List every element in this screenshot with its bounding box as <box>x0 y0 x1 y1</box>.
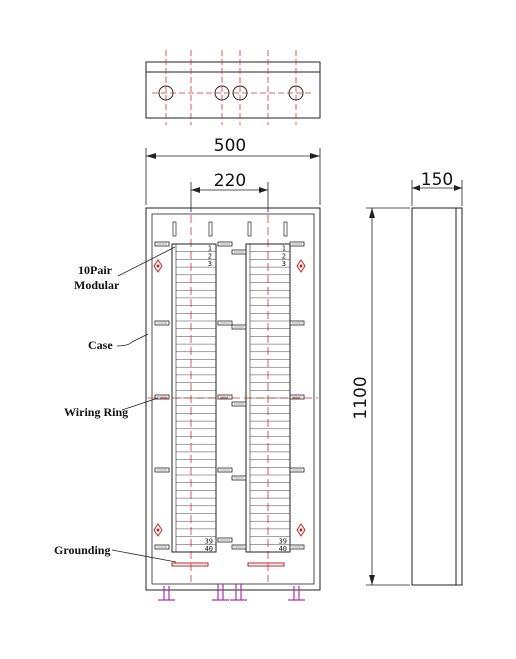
wiring-ring-bracket <box>154 467 170 473</box>
top-slot-2 <box>208 221 213 237</box>
leader-grounding <box>111 549 177 563</box>
cable-entry-4 <box>288 586 305 601</box>
grounding-bar-right <box>247 562 285 567</box>
case-outer <box>145 207 321 591</box>
wiring-rings <box>154 241 305 550</box>
mounting-hole-top-left <box>153 259 163 273</box>
cable-entry-3 <box>230 584 247 601</box>
mounting-hole-top-right <box>296 259 306 273</box>
wiring-ring-bracket <box>217 394 233 400</box>
top-slot-4 <box>283 221 288 237</box>
top-view-outline <box>145 61 321 119</box>
side-view-outline <box>411 207 463 586</box>
pair-number-left: 2 <box>208 252 212 260</box>
dimension-220-label: 220 <box>214 171 246 191</box>
mounting-hole-bottom-right <box>296 523 306 537</box>
wiring-ring-bracket <box>217 320 233 326</box>
dimension-500-label: 500 <box>214 136 246 156</box>
wiring-ring-bracket <box>154 320 170 326</box>
wiring-ring-bracket <box>154 544 170 550</box>
wiring-ring-bracket <box>231 249 247 255</box>
cable-entries <box>158 584 305 601</box>
leader-modular <box>117 246 176 277</box>
grounding-bar-left <box>171 562 209 567</box>
wiring-ring-bracket <box>231 475 247 481</box>
leader-wiring-ring <box>121 397 159 411</box>
top-view <box>145 50 321 125</box>
leader-case <box>116 333 149 347</box>
top-slot-1 <box>172 221 177 237</box>
wiring-ring-bracket <box>154 394 170 400</box>
wiring-ring-bracket <box>154 241 170 247</box>
cable-entry-2 <box>212 584 229 601</box>
callout-grounding: Grounding <box>54 543 177 563</box>
wiring-ring-bracket <box>289 320 305 326</box>
wiring-ring-bracket <box>217 537 233 543</box>
pair-number-right: 2 <box>282 252 286 260</box>
case-inner <box>151 213 315 585</box>
wiring-ring-bracket <box>217 467 233 473</box>
pair-number-right: 1 <box>282 245 286 253</box>
wiring-ring-bracket <box>289 544 305 550</box>
wiring-ring-bracket <box>231 401 247 407</box>
dimension-500: 500 <box>145 136 321 205</box>
dimension-150-label: 150 <box>421 170 453 190</box>
pair-number-left: 39 <box>205 537 213 545</box>
wiring-ring-bracket <box>231 324 247 330</box>
top-slot-3 <box>247 221 252 237</box>
callout-modular: 10Pair Modular <box>74 246 176 292</box>
pair-number-left: 1 <box>208 245 212 253</box>
pair-number-left: 3 <box>208 260 212 268</box>
pair-number-right: 39 <box>279 537 287 545</box>
label-modular-line1: 10Pair <box>78 263 113 277</box>
label-modular-line2: Modular <box>74 278 120 292</box>
side-view <box>411 207 463 586</box>
label-wiring-ring: Wiring Ring <box>64 405 128 419</box>
pair-number-right: 40 <box>279 545 287 553</box>
callout-wiring-ring: Wiring Ring <box>64 397 159 419</box>
callout-case: Case <box>88 333 149 352</box>
label-grounding: Grounding <box>54 543 110 557</box>
mounting-hole-bottom-left <box>153 523 163 537</box>
dimension-220: 220 <box>190 171 269 212</box>
wiring-ring-bracket <box>289 467 305 473</box>
wiring-ring-bracket <box>289 394 305 400</box>
dimension-150: 150 <box>411 170 463 206</box>
wiring-ring-bracket <box>289 241 305 247</box>
wiring-ring-bracket <box>231 544 247 550</box>
pair-number-right: 3 <box>282 260 286 268</box>
label-case: Case <box>88 338 113 352</box>
cable-entry-1 <box>158 586 175 601</box>
pair-number-left: 40 <box>205 545 213 553</box>
wiring-ring-bracket <box>217 241 233 247</box>
dimension-1100-label: 1100 <box>351 376 371 419</box>
dimension-1100: 1100 <box>351 207 410 586</box>
